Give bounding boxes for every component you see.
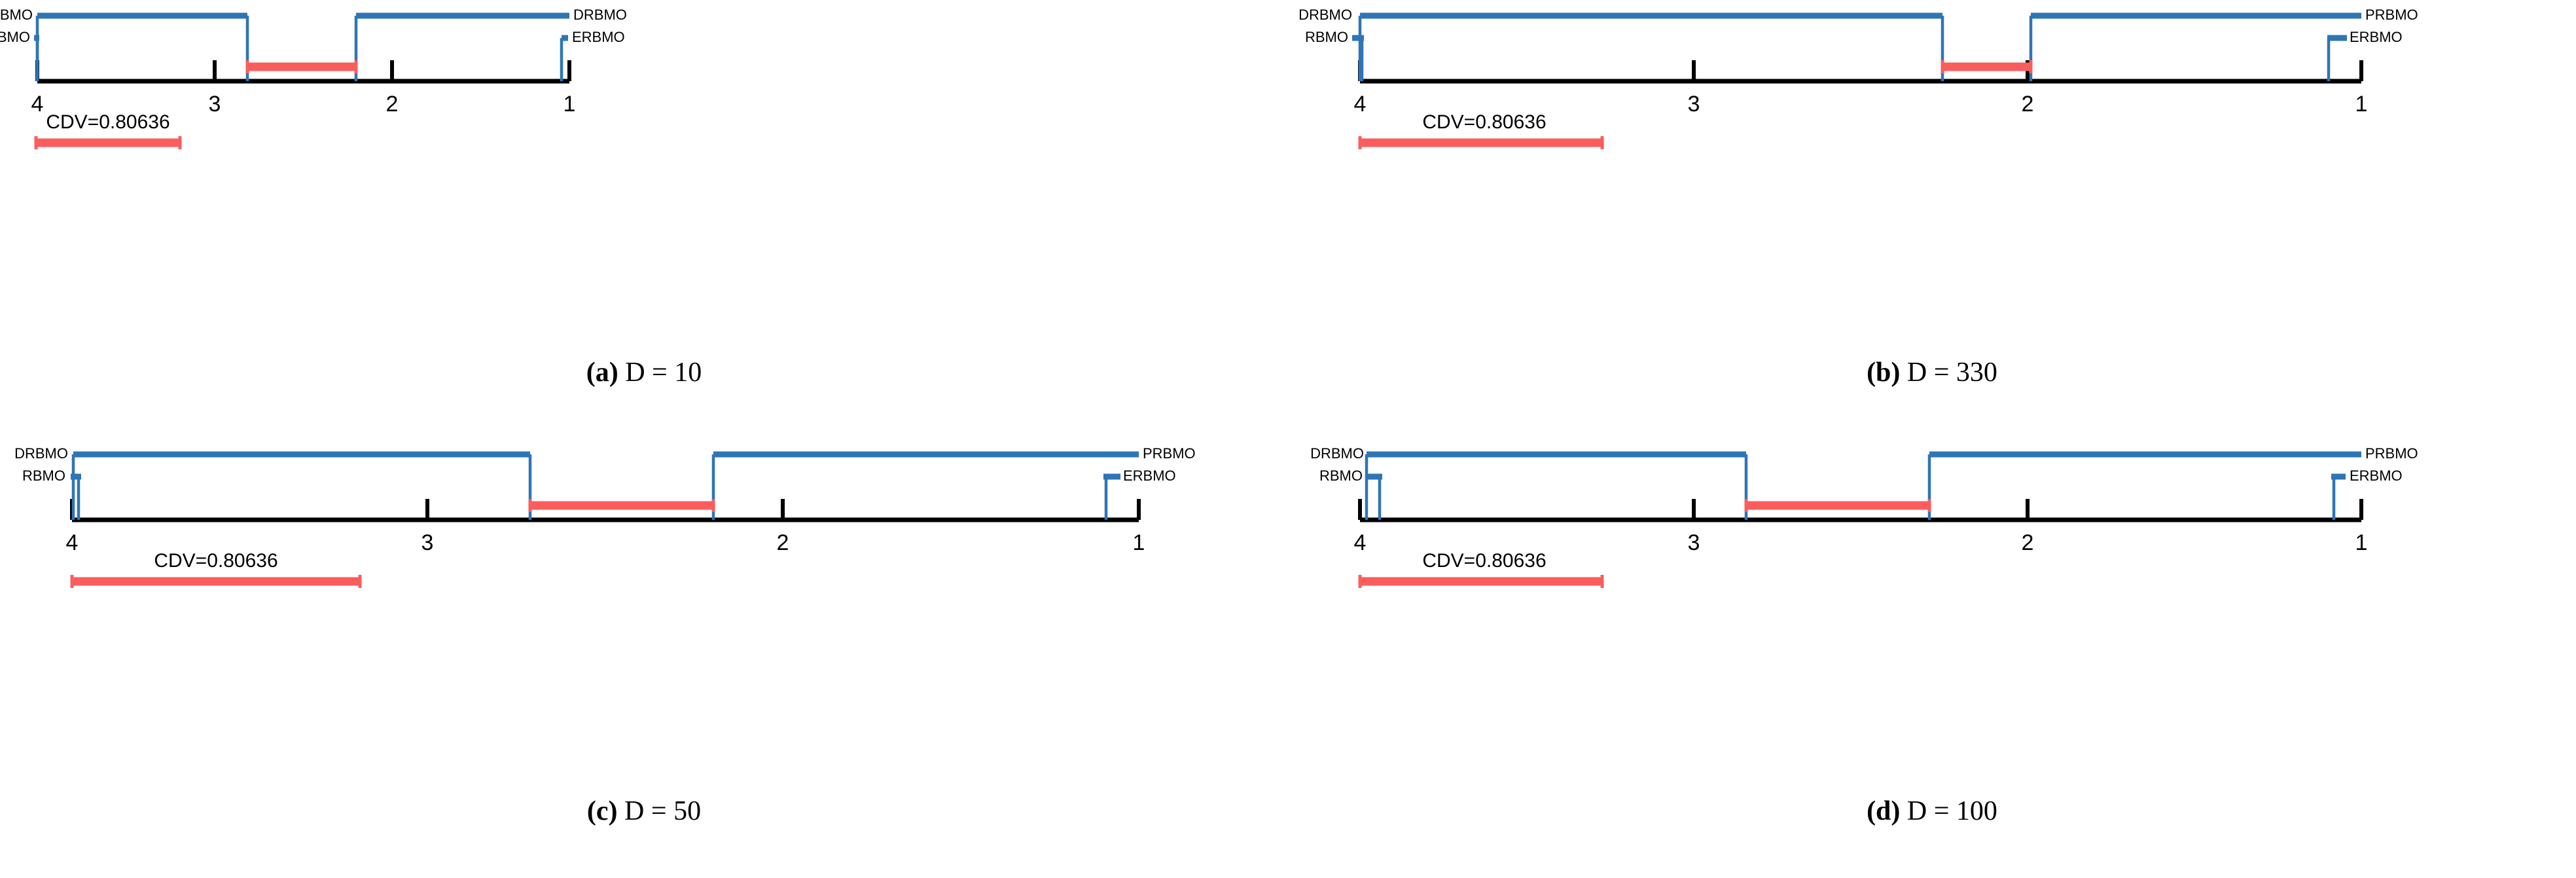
panel-caption-a: (a) D = 10 [0,357,1288,388]
panel-caption-d: (d) D = 100 [1288,796,2576,827]
cdv-legend-d: CDV=0.80636 [1358,550,1604,588]
cd-plot-a: 4 3 2 1 PRBMO RBMO DRBMO ERBMO [0,7,627,149]
panel-caption-b: (b) D = 330 [1288,357,2576,388]
cd-bar-a [245,60,358,73]
cdv-legend-label: CDV=0.80636 [154,550,277,572]
axis-tick-label-4: 4 [1354,92,1367,117]
cdv-legend-c: CDV=0.80636 [70,550,362,588]
axis-tick-label-4: 4 [1354,530,1367,555]
method-label-top-left: DRBMO [14,445,68,462]
method-label-top-right: PRBMO [2365,445,2418,462]
panel-caption-d-text: D = 100 [1900,796,1997,826]
method-label-bottom-right: ERBMO [2350,29,2403,45]
axis-tick-label-2: 2 [777,530,789,555]
method-label-top-left: DRBMO [1298,7,1352,23]
method-label-bottom-left: RBMO [1319,467,1363,484]
method-label-top-right: DRBMO [573,7,627,23]
cd-panel-c: 4 3 2 1 DRBMO RBMO PRBMO ERBMO [0,439,1288,877]
axis-tick-label-3: 3 [209,92,221,117]
rank-connectors-c: DRBMO RBMO PRBMO ERBMO [14,445,1196,520]
cd-plot-b: 4 3 2 1 DRBMO RBMO PRBMO ERBMO [1298,7,2418,149]
panel-caption-c-prefix: (c) [586,796,618,826]
axis-tick-label-1: 1 [2355,92,2368,117]
cd-panel-d: 4 3 2 1 DRBMO RBMO PRBMO ERBMO [1288,439,2576,877]
axis-tick-label-3: 3 [1688,530,1700,555]
cd-plot-c: 4 3 2 1 DRBMO RBMO PRBMO ERBMO [14,445,1196,588]
axis-tick-label-4: 4 [66,530,79,555]
cd-bar-c [528,499,715,512]
cdv-legend-label: CDV=0.80636 [1422,550,1546,572]
cd-panel-b: 4 3 2 1 DRBMO RBMO PRBMO ERBMO [1288,0,2576,439]
method-label-bottom-right: ERBMO [2350,467,2403,484]
panel-caption-a-prefix: (a) [586,357,618,388]
cdv-legend-b: CDV=0.80636 [1358,111,1604,149]
panel-caption-c-text: D = 50 [617,796,702,826]
method-label-top-left: PRBMO [0,7,33,23]
panel-caption-b-prefix: (b) [1867,357,1901,388]
cdv-legend-a: CDV=0.80636 [34,111,182,149]
method-label-top-right: PRBMO [1143,445,1196,462]
cd-panel-a: 4 3 2 1 PRBMO RBMO DRBMO ERBMO [0,0,1288,439]
axis-tick-label-3: 3 [1688,92,1700,117]
method-label-top-left: DRBMO [1310,445,1364,462]
panel-caption-c: (c) D = 50 [0,796,1288,827]
cdv-legend-label: CDV=0.80636 [1422,111,1546,133]
axis-tick-label-2: 2 [2022,530,2034,555]
method-label-bottom-left: RBMO [0,29,30,45]
axis-tick-label-4: 4 [31,92,44,117]
rank-connectors-b: DRBMO RBMO PRBMO ERBMO [1298,7,2418,81]
axis-tick-label-1: 1 [1133,530,1145,555]
cd-plot-d: 4 3 2 1 DRBMO RBMO PRBMO ERBMO [1310,445,2418,588]
panel-caption-a-text: D = 10 [618,357,702,388]
method-label-bottom-left: RBMO [1305,29,1348,45]
cdv-legend-label: CDV=0.80636 [46,111,170,133]
cd-bar-b [1941,60,2033,73]
axis-tick-label-3: 3 [421,530,434,555]
panel-caption-d-prefix: (d) [1867,796,1901,826]
cd-bar-d [1744,499,1931,512]
rank-connectors-d: DRBMO RBMO PRBMO ERBMO [1310,445,2418,520]
axis-tick-label-2: 2 [2022,92,2034,117]
method-label-top-right: PRBMO [2365,7,2418,23]
method-label-bottom-right: ERBMO [1123,467,1176,484]
axis-tick-label-2: 2 [386,92,399,117]
axis-group-d: 4 3 2 1 [1354,499,2368,555]
method-label-bottom-left: RBMO [22,467,65,484]
axis-group-b: 4 3 2 1 [1354,60,2368,117]
method-label-bottom-right: ERBMO [572,29,625,45]
axis-tick-label-1: 1 [2355,530,2368,555]
axis-tick-label-1: 1 [564,92,576,117]
axis-group-a: 4 3 2 1 [31,60,576,117]
panel-caption-b-text: D = 330 [1900,357,1997,388]
